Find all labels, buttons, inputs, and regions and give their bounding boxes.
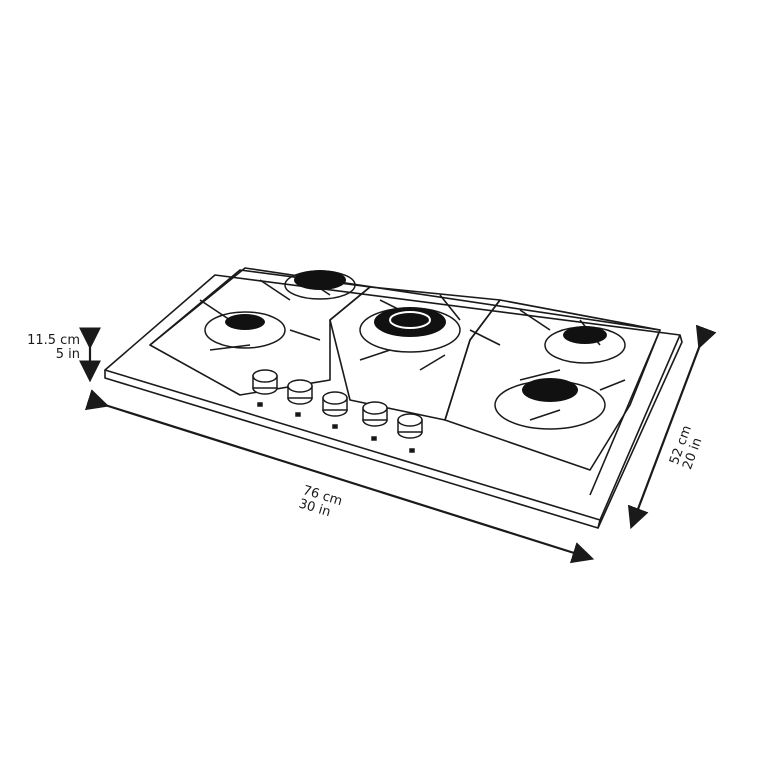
- burner-rear-left: [284, 270, 356, 300]
- burner-front-left: [204, 311, 286, 349]
- burner-center-wok: [359, 307, 461, 353]
- height-imperial: 5 in: [55, 347, 80, 362]
- depth-arrow: [627, 324, 717, 530]
- width-arrow: [84, 389, 595, 564]
- knob-1: [252, 369, 278, 407]
- height-metric: 11.5 cm: [27, 333, 80, 348]
- burner-rear-right: [544, 326, 626, 364]
- height-label: 11.5 cm 5 in: [22, 334, 80, 362]
